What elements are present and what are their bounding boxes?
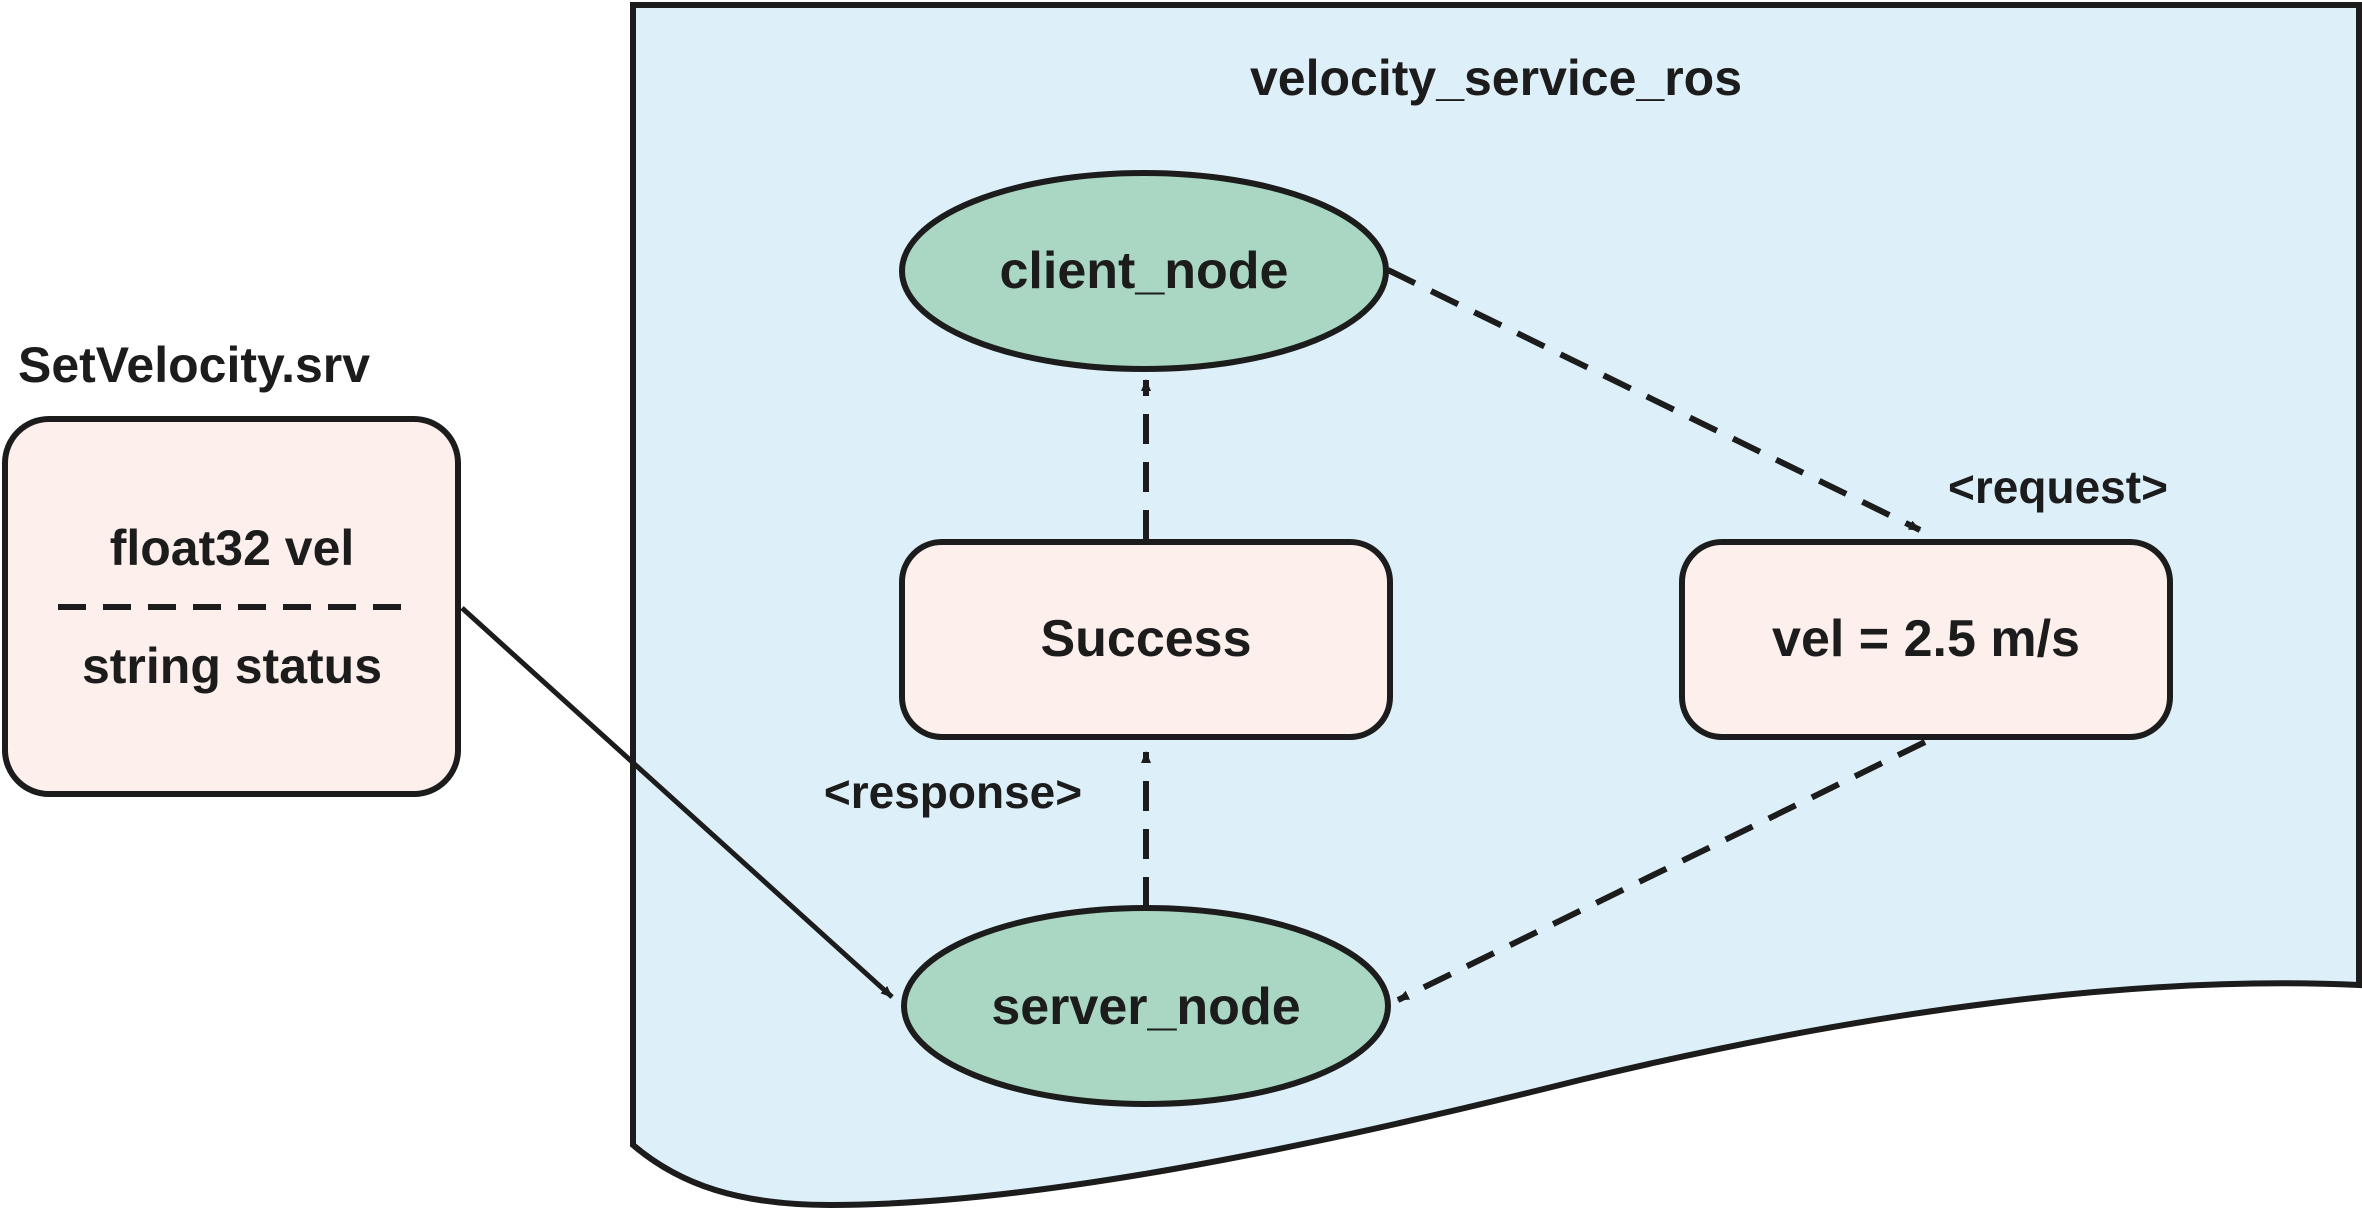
srv-to-server-connector (460, 606, 894, 999)
request-value: vel = 2.5 m/s (1772, 610, 2080, 668)
client-node-label: client_node (1000, 242, 1289, 300)
srv-request-field: float32 vel (110, 520, 355, 576)
srv-filename: SetVelocity.srv (18, 337, 370, 393)
server-node (901, 905, 1391, 1107)
server-node-label: server_node (991, 978, 1300, 1036)
request-arrow-request-to-server (1396, 739, 1927, 1003)
request-label: <request> (1948, 461, 2168, 513)
response-value-box (899, 539, 1393, 740)
srv-response-field: string status (82, 638, 382, 694)
request-arrow-client-to-request (1386, 267, 1922, 533)
client-node (899, 170, 1389, 372)
srv-definition-box (2, 416, 461, 797)
response-label: <response> (824, 766, 1082, 818)
request-value-box (1679, 539, 2173, 740)
package-title: velocity_service_ros (1250, 50, 1742, 106)
response-value: Success (1040, 610, 1251, 668)
